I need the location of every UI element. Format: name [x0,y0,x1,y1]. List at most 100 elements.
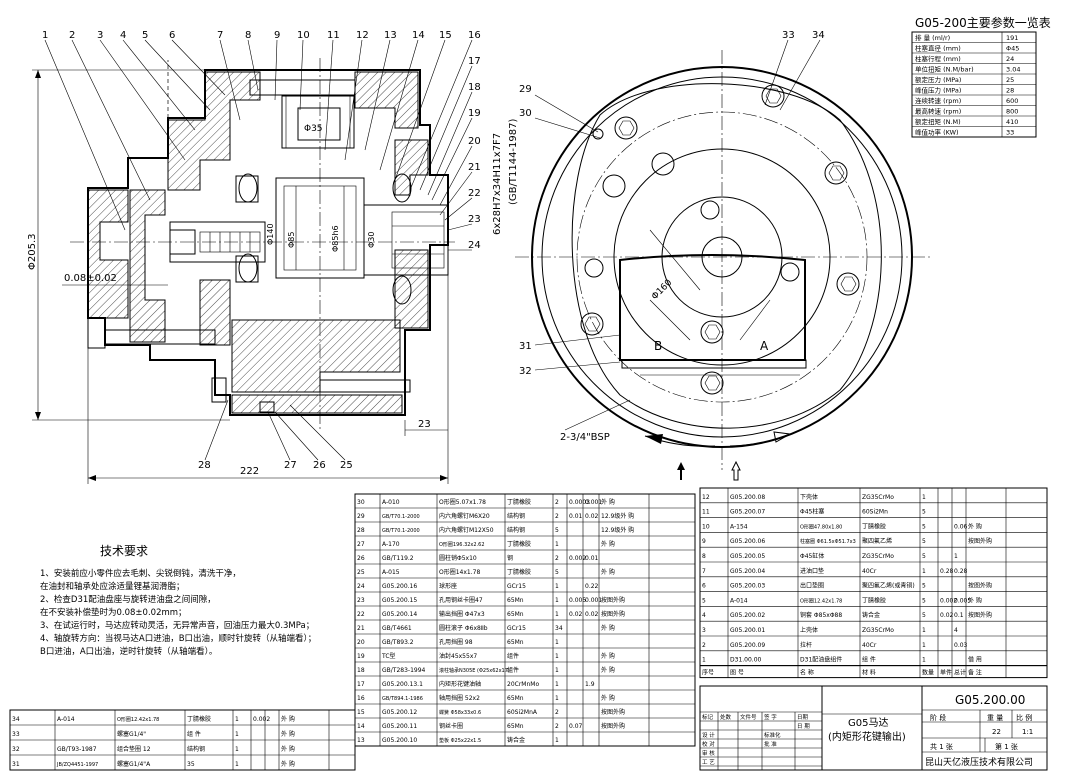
bom-cell: 按图外购 [968,611,992,619]
bom-cell: 外 购 [281,760,295,768]
bom-cell: 外 购 [601,694,615,702]
bom-cell: 外 购 [281,730,295,738]
bom-cell: GB/T70.1-2000 [382,528,420,534]
bom-cell: 8 [702,553,706,560]
balloon-21: 21 [468,162,481,173]
bom-cell: 上壳体 [800,626,818,634]
param-value: 33 [1006,129,1014,137]
bom-cell: 出口垫圈 [800,582,824,590]
port-spec: 2-3/4"BSP [560,432,610,443]
bom-cell: 1 [555,597,559,604]
bom-cell: A-154 [730,523,748,530]
bom-cell: 0.02 [585,611,599,618]
bom-cell: G05.200.04 [730,568,765,575]
balloon-34: 34 [812,30,825,41]
bom-cell: 5 [922,597,926,604]
bom-cell: GB/T894.1-1986 [382,696,423,702]
balloon-14: 14 [412,30,425,41]
bom-cell: 组件 [507,652,519,660]
bom-cell: 1 [555,737,559,744]
title-label: 标记 [702,713,714,721]
bom-cell: 丁腈橡胶 [507,498,531,506]
bom-cell: 30 [357,499,365,506]
bom-cell: 40Cr [862,642,877,649]
bom-cell: O形圈5.07x1.78 [439,498,486,506]
bom-cell: 65Mn [507,695,524,702]
bom-cell: 5 [555,527,559,534]
section-view [32,58,455,484]
bom-cell: 15 [357,709,365,716]
bom-cell: G05.200.07 [730,509,765,516]
bom-cell: GCr15 [507,583,526,590]
bom-cell: 1 [922,568,926,575]
bom-cell: 5 [922,553,926,560]
bom-cell: A-014 [730,597,748,604]
bom-cell: 13 [357,737,365,744]
bom-cell: 铜套 Φ85xΦ88 [800,611,842,619]
bom-cell: 21 [357,625,365,632]
balloon-27: 27 [284,460,297,471]
bom-cell: 65Mn [507,611,524,618]
rollers [235,173,412,305]
bom-cell: 0.03 [954,642,968,649]
tech-req-line-3: 2、检查D31配油盘座与旋转进油盘之间间隙， [40,594,216,605]
param-value: Φ45 [1006,45,1019,53]
bom-cell: 20CrMnMo [507,681,539,688]
bom-cell: 丁腈橡胶 [187,715,211,723]
bom-cell: 0.07 [569,723,583,730]
bom-cell: G05.200.01 [730,627,765,634]
bom-cell: 1 [555,583,559,590]
bom-cell: 26 [357,555,365,562]
tech-req-line-1: 1、安装前应小零件应去毛刺、尖锐倒钝，清洗干净， [40,568,241,579]
balloon-18: 18 [468,82,481,93]
bom-cell: 65Mn [507,723,524,730]
bom-cell: G05.200.10 [382,737,417,744]
bom-cell: 外 购 [601,568,615,576]
bom-cell: G05.200.14 [382,611,417,618]
bom-cell: 孔用钢丝卡圈47 [439,596,483,604]
param-value: 25 [1006,76,1014,84]
bom-cell: 16 [357,695,365,702]
title-label: 日 期 [797,723,810,730]
bom-cell: 外 购 [601,540,615,548]
bom-cell: GB/T893.2 [382,639,414,646]
bom-cell: 27 [357,541,365,548]
bom-cell: 拉杆 [800,641,812,649]
bom-cell: 2 [555,555,559,562]
bom-cell: 1.9 [585,681,595,688]
param-label: 排 量 (ml/r) [915,33,950,42]
bom-cell: 17 [357,681,365,688]
bom-cell: O形圈12.42x1.78 [800,597,842,604]
dim-d85h6: Φ85h6 [331,225,340,252]
col-scale: 比 例 [1016,713,1032,722]
bom-cell: 内六角螺钉M6X20 [439,512,490,520]
col-mass: 重 量 [987,714,1003,722]
bom-header: 总计 [954,669,966,677]
bom-cell: 1 [235,716,239,723]
balloon-3: 3 [97,30,103,41]
balloons-left: 1 2 3 4 5 6 7 8 9 10 11 12 13 14 15 16 1… [42,30,481,471]
bom-cell: 0.01 [585,555,599,562]
dim-d85: Φ85 [287,232,296,248]
bom-cell: 组件 [507,666,519,674]
bom-cell: 输出挡圈 Φ47x3 [439,610,485,618]
bom-cell: 2 [555,709,559,716]
sheet-number: 第 1 张 [995,742,1018,751]
bom-cell: 聚四氟乙烯 [862,537,892,545]
bom-cell: A-014 [57,716,75,723]
bom-cell: 29 [357,513,365,520]
bom-cell: 1 [702,657,706,664]
bom-cell: GB/T70.1-2000 [382,514,420,520]
bom-cell: 35 [187,761,195,768]
title-label: 日期 [797,714,809,721]
bom-cell: GB/T4661 [382,625,412,632]
bom-cell: JB/ZQ4451-1997 [56,762,98,768]
tech-req-line-6: 4、轴旋转方向：当视马达A口进油，B口出油，顺时针旋转（从轴端看）； [40,633,316,644]
bom-cell: 24 [357,583,365,590]
bom-cell: 1 [555,541,559,548]
param-value: 191 [1006,34,1018,42]
bom-cell: G05.200.11 [382,723,417,730]
bom-cell: 下壳体 [800,493,818,501]
param-value: 600 [1006,97,1018,105]
param-label: 最高转速 (rpm) [915,107,961,116]
